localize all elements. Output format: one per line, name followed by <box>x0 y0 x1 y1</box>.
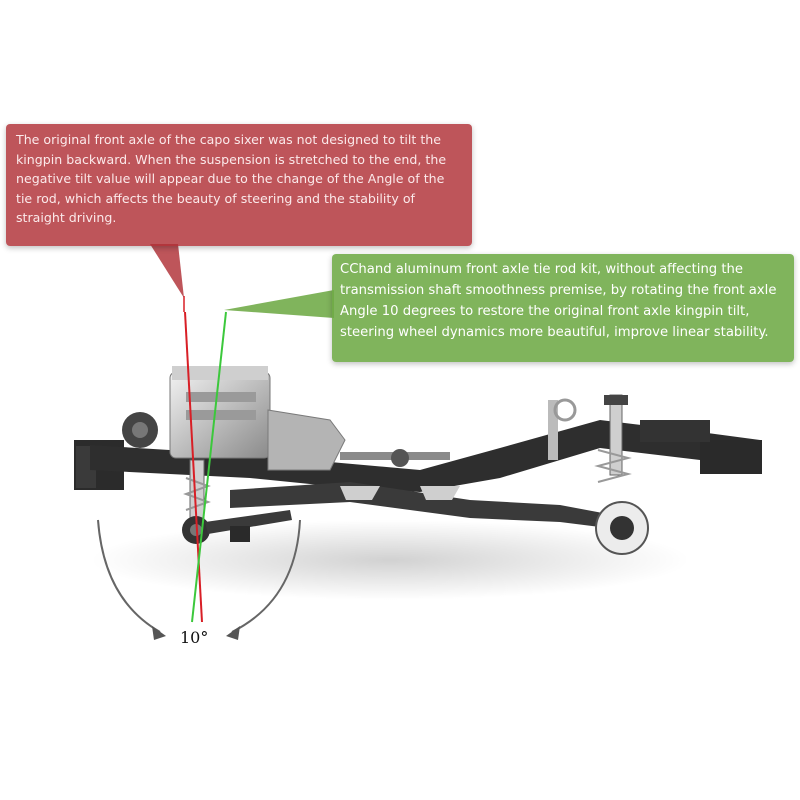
cchand-kit-callout: CChand aluminum front axle tie rod kit, … <box>332 254 794 362</box>
cchand-kit-text: CChand aluminum front axle tie rod kit, … <box>340 262 777 340</box>
frame-rail-upper <box>90 420 760 492</box>
crossmember-plate <box>420 486 460 500</box>
red-callout-tail <box>150 244 184 298</box>
frame-rail-lower <box>230 482 640 532</box>
original-axle-text: The original front axle of the capo sixe… <box>16 132 447 225</box>
arc-arrowhead-left <box>152 626 166 640</box>
original-axle-callout: The original front axle of the capo sixe… <box>6 124 472 246</box>
rotation-arc-right <box>231 519 301 633</box>
front-bumper <box>700 440 762 474</box>
angle-label: 10° <box>180 628 209 647</box>
green-callout-tail <box>224 290 334 318</box>
tie-rod <box>205 510 292 534</box>
arc-arrowhead-right <box>226 626 240 640</box>
original-kingpin-line <box>184 311 203 623</box>
corrected-kingpin-line <box>191 311 227 623</box>
crossmember-plate <box>340 486 380 500</box>
transmission <box>267 409 346 471</box>
rotation-arc-left <box>97 519 161 633</box>
